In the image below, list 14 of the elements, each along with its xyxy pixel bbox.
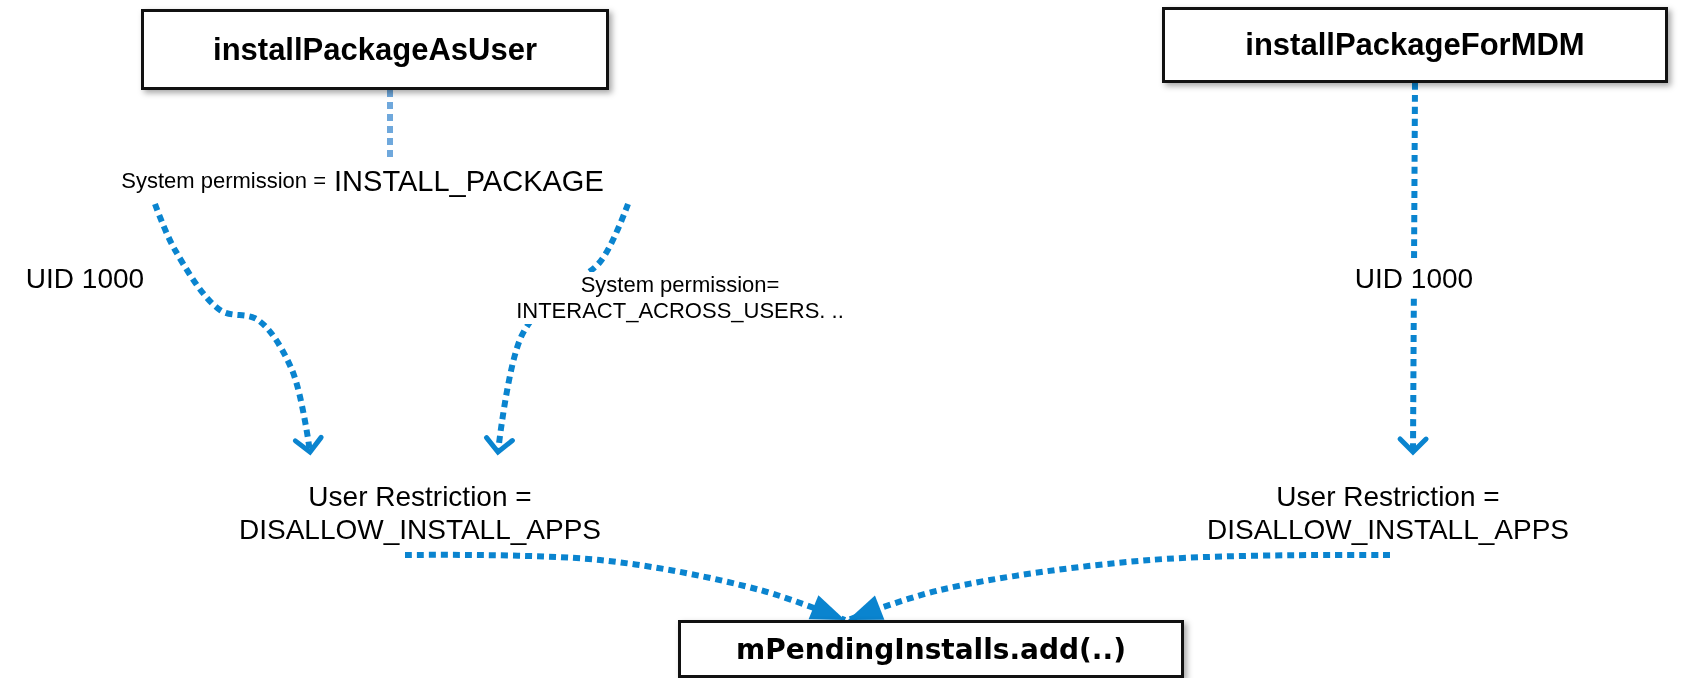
function-name: installPackageAsUser [213, 31, 537, 68]
permission-label: System permission = [121, 168, 327, 194]
function-box [678, 620, 1184, 678]
restriction-text: User Restriction = DISALLOW_INSTALL_APPS [237, 479, 603, 547]
function-name: installPackageForMDM [1245, 27, 1585, 63]
restriction-text: User Restriction = DISALLOW_INSTALL_APPS [1205, 479, 1571, 547]
arrow [152, 202, 324, 455]
arrow [1397, 83, 1429, 455]
connector-line [387, 90, 393, 158]
function-name: mPendingInstalls.add(..) [736, 632, 1126, 666]
function-box [141, 9, 609, 90]
edge-label: System permission= INTERACT_ACROSS_USERS. .. [515, 272, 845, 324]
function-box [1162, 7, 1668, 83]
permission-value: INSTALL_PACKAGE [334, 164, 604, 198]
